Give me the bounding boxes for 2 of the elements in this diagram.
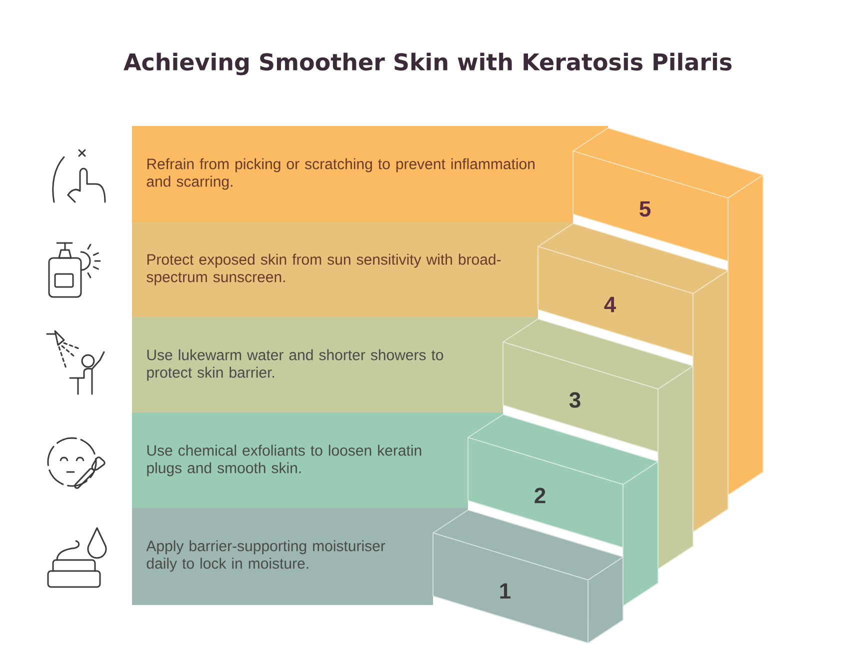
title: Achieving Smoother Skin with Keratosis Pilaris	[124, 52, 732, 76]
stair-step: 1	[432, 510, 624, 644]
